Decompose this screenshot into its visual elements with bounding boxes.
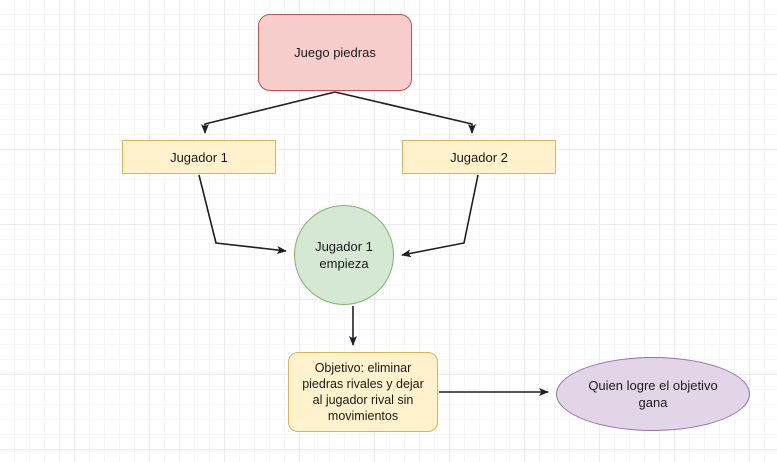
node-label-player2: Jugador 2 [450, 149, 508, 165]
node-label-start: Juego piedras [294, 45, 376, 60]
node-label-starts: Jugador 1 empieza [315, 239, 373, 271]
node-jugador-2[interactable]: Jugador 2 [402, 140, 556, 174]
node-label-winner: Quien logre el objetivo gana [588, 378, 718, 410]
node-jugador-1[interactable]: Jugador 1 [122, 140, 276, 174]
node-jugador-1-empieza[interactable]: Jugador 1 empieza [294, 205, 394, 305]
node-quien-logre-el-objetivo-gana[interactable]: Quien logre el objetivo gana [556, 357, 750, 431]
edge-start-to-player1[interactable] [201, 91, 336, 134]
node-objetivo[interactable]: Objetivo: eliminar piedras rivales y dej… [288, 352, 438, 432]
edge-player2-to-starts[interactable] [401, 174, 479, 258]
edge-start-to-player2[interactable] [334, 91, 476, 134]
node-juego-piedras[interactable]: Juego piedras [258, 14, 412, 91]
node-label-player1: Jugador 1 [170, 149, 228, 165]
node-label-objective: Objetivo: eliminar piedras rivales y dej… [302, 361, 424, 423]
edge-player1-to-starts[interactable] [198, 174, 287, 254]
